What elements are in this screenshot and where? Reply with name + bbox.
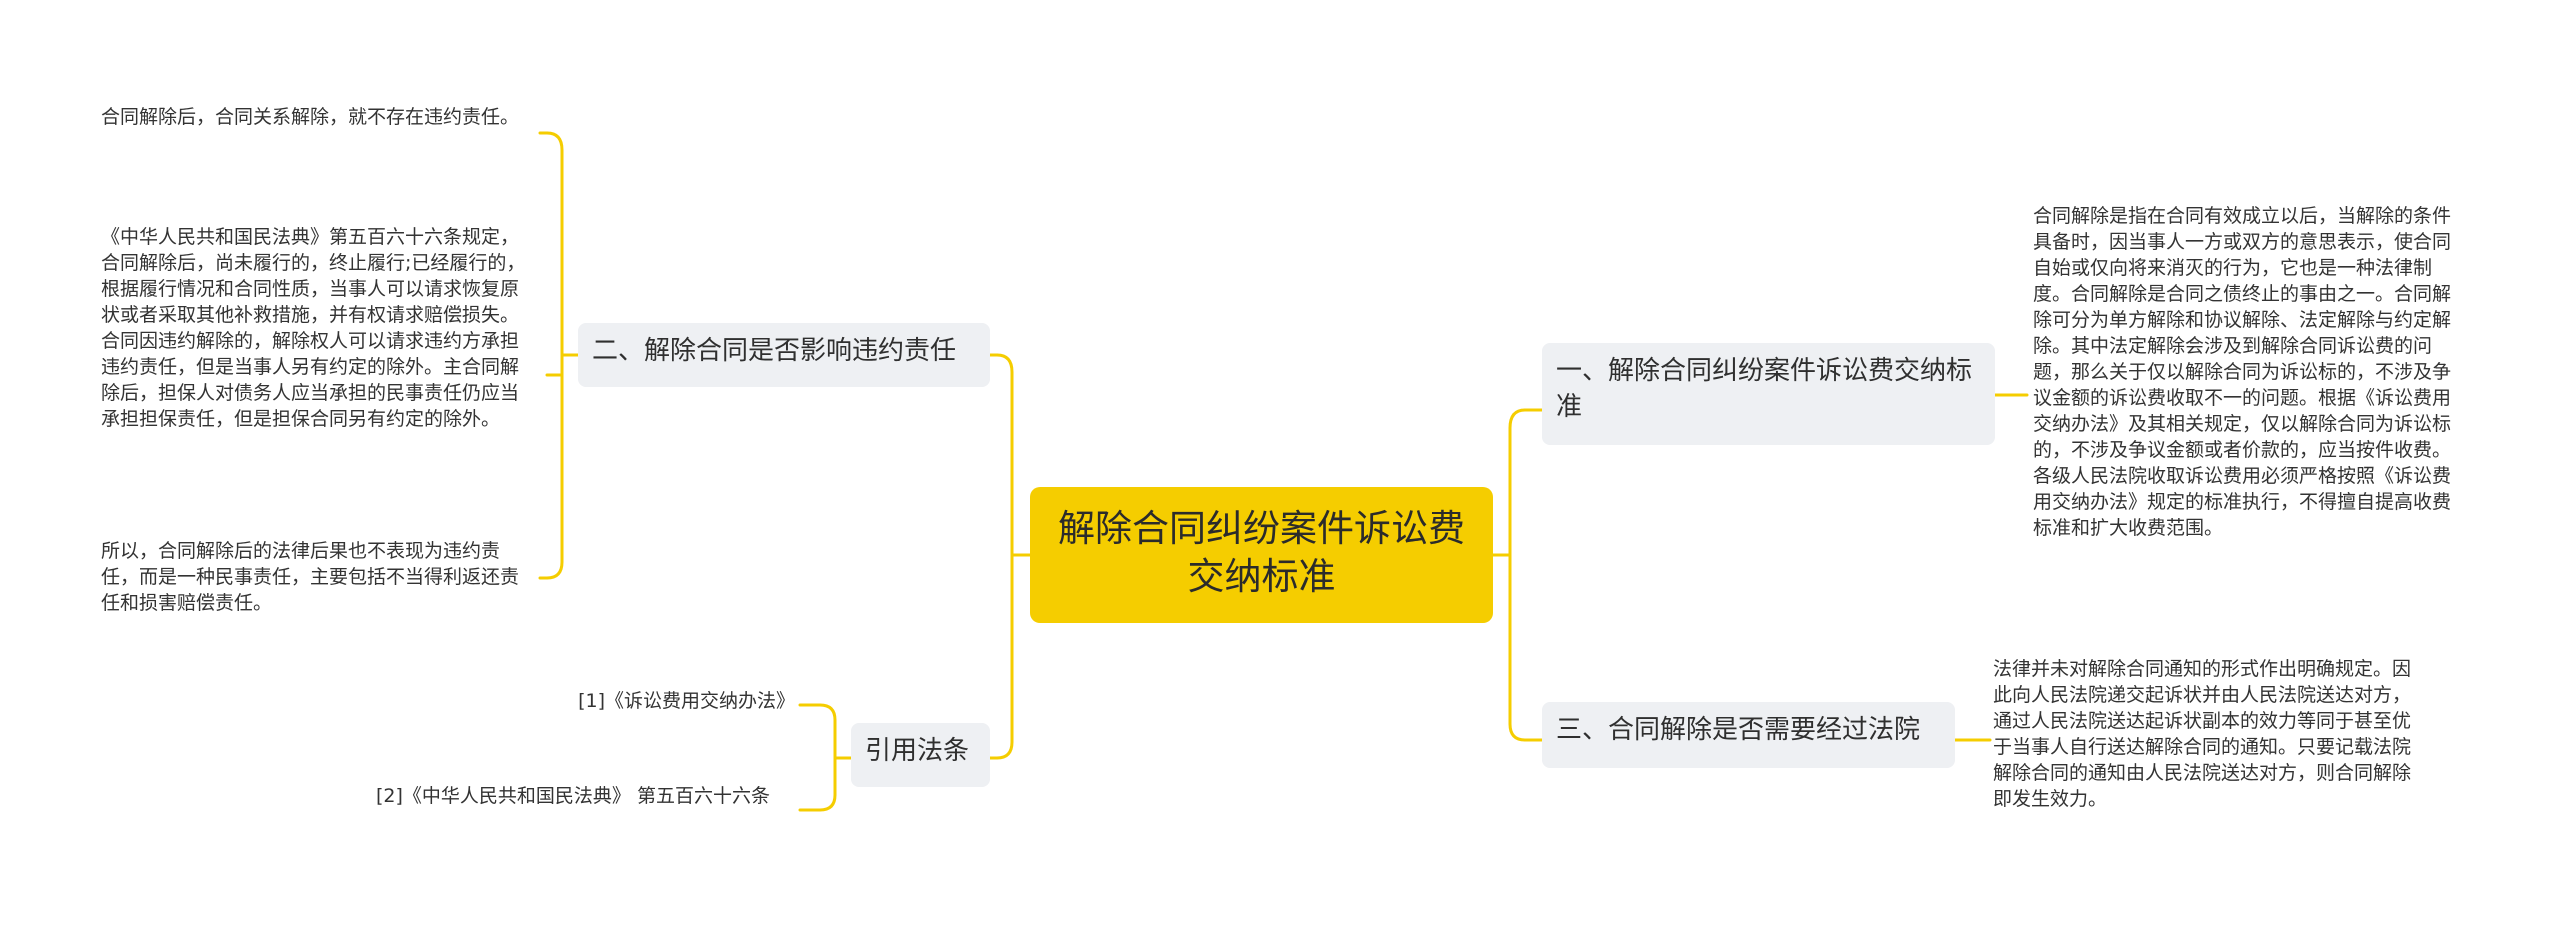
branch-cited-laws[interactable]: 引用法条: [851, 723, 990, 787]
branch-label: 引用法条: [865, 736, 970, 766]
branch-label: 二、解除合同是否影响违约责任: [592, 336, 957, 366]
link-left-trunk: [995, 353, 1014, 760]
branch-court-required[interactable]: 三、合同解除是否需要经过法院: [1542, 702, 1955, 768]
link-left2-bracket: [818, 703, 837, 812]
link-left1-bracket: [545, 131, 564, 580]
leaf-citation-civil-code: [2]《中华人民共和国民法典》 第五百六十六条: [376, 783, 796, 809]
branch-litigation-fee-standard[interactable]: 一、解除合同纠纷案件诉讼费交纳标准: [1542, 343, 1995, 445]
leaf-litigation-fee-detail: 合同解除是指在合同有效成立以后，当解除的条件具备时，因当事人一方或双方的意思表示…: [2033, 203, 2463, 541]
leaf-civil-code-566: 《中华人民共和国民法典》第五百六十六条规定，合同解除后，尚未履行的，终止履行;已…: [101, 224, 533, 432]
leaf-civil-liability-conclusion: 所以，合同解除后的法律后果也不表现为违约责任，而是一种民事责任，主要包括不当得利…: [101, 538, 533, 616]
leaf-text: 法律并未对解除合同通知的形式作出明确规定。因此向人民法院递交起诉状并由人民法院送…: [1993, 658, 2412, 810]
leaf-text: 所以，合同解除后的法律后果也不表现为违约责任，而是一种民事责任，主要包括不当得利…: [101, 540, 520, 614]
leaf-text: 合同解除是指在合同有效成立以后，当解除的条件具备时，因当事人一方或双方的意思表示…: [2033, 205, 2452, 539]
link-right-trunk: [1508, 408, 1527, 742]
leaf-text: 《中华人民共和国民法典》第五百六十六条规定，合同解除后，尚未履行的，终止履行;已…: [101, 226, 526, 430]
root-topic-label: 解除合同纠纷案件诉讼费交纳标准: [1058, 507, 1465, 598]
leaf-no-breach-liability: 合同解除后，合同关系解除，就不存在违约责任。: [101, 104, 533, 130]
branch-label: 一、解除合同纠纷案件诉讼费交纳标准: [1556, 356, 1973, 422]
leaf-court-required-detail: 法律并未对解除合同通知的形式作出明确规定。因此向人民法院递交起诉状并由人民法院送…: [1993, 656, 2423, 812]
leaf-text: [1]《诉讼费用交纳办法》: [578, 690, 795, 712]
leaf-text: 合同解除后，合同关系解除，就不存在违约责任。: [101, 106, 520, 128]
branch-breach-liability[interactable]: 二、解除合同是否影响违约责任: [578, 323, 990, 387]
root-topic[interactable]: 解除合同纠纷案件诉讼费交纳标准: [1030, 487, 1493, 623]
branch-label: 三、合同解除是否需要经过法院: [1556, 715, 1921, 745]
leaf-citation-fee-measures: [1]《诉讼费用交纳办法》: [450, 688, 795, 714]
leaf-text: [2]《中华人民共和国民法典》 第五百六十六条: [376, 785, 770, 807]
